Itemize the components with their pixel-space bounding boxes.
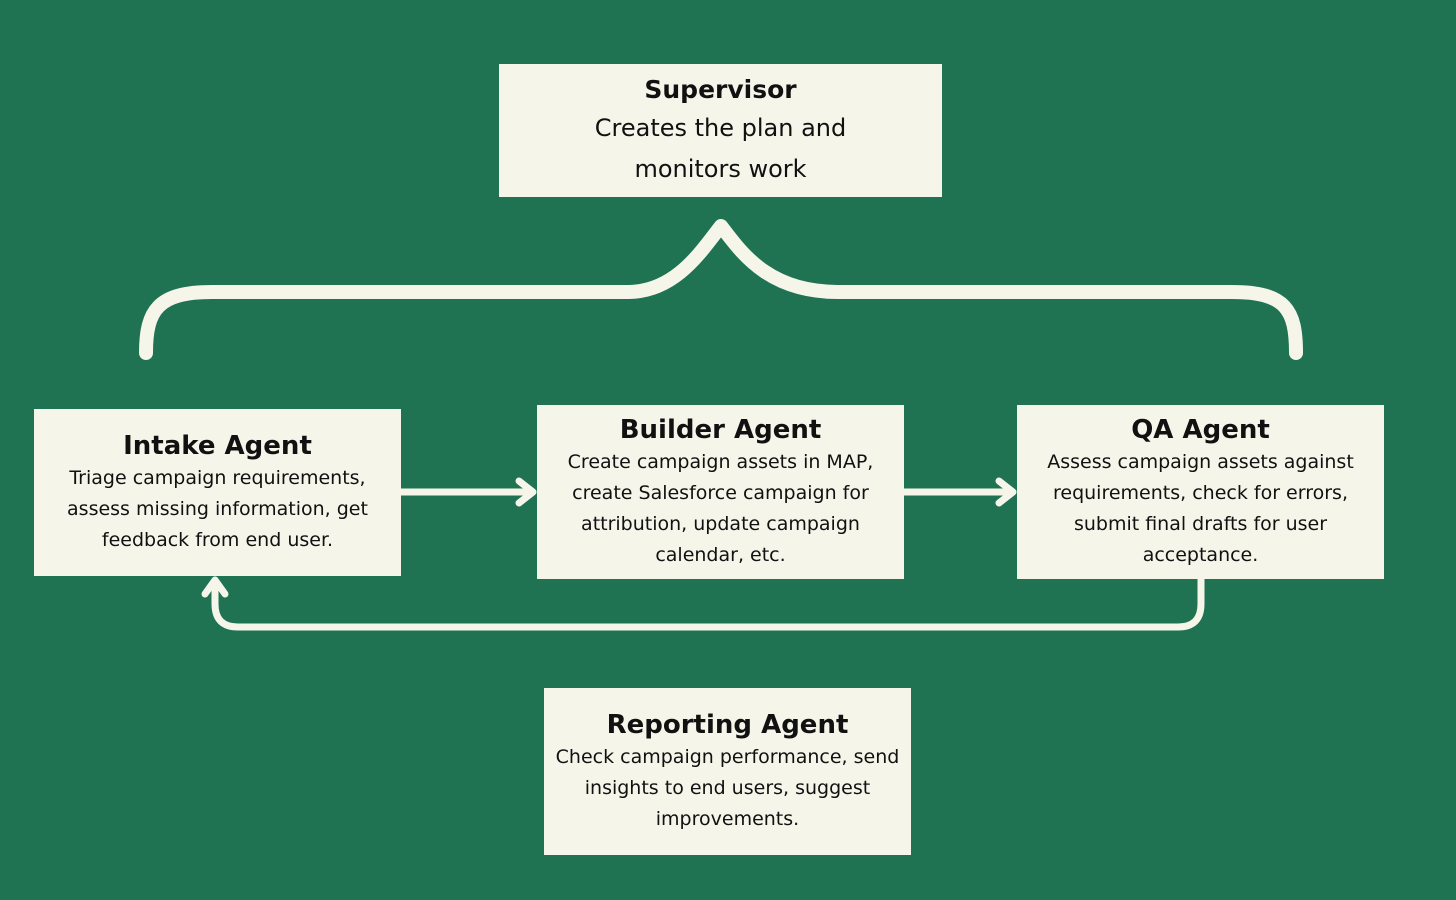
qa-agent-description-line: Assess campaign assets against	[1047, 451, 1354, 473]
builder-agent-description: Create campaign assets in MAP, create Sa…	[568, 447, 874, 571]
builder-agent-description-line: attribution, update campaign	[581, 513, 860, 535]
qa-agent-box: QA Agent Assess campaign assets against …	[1017, 405, 1384, 579]
supervisor-description: Creates the plan and monitors work	[595, 108, 847, 190]
arrowhead-builder-to-qa	[995, 477, 1017, 507]
builder-agent-box: Builder Agent Create campaign assets in …	[537, 405, 904, 579]
qa-agent-title: QA Agent	[1131, 415, 1270, 445]
intake-agent-description-line: assess missing information, get	[67, 498, 368, 520]
arrowhead-intake-to-builder	[515, 477, 537, 507]
arrowhead-qa-to-intake	[201, 576, 229, 598]
intake-agent-box: Intake Agent Triage campaign requirement…	[34, 409, 401, 576]
reporting-agent-description-line: insights to end users, suggest	[584, 777, 871, 799]
supervisor-box: Supervisor Creates the plan and monitors…	[499, 64, 942, 197]
qa-agent-description-line: acceptance.	[1142, 544, 1259, 566]
supervisor-title: Supervisor	[644, 74, 797, 104]
qa-agent-description-line: requirements, check for errors,	[1053, 482, 1348, 504]
reporting-agent-title: Reporting Agent	[606, 710, 849, 740]
qa-agent-description: Assess campaign assets against requireme…	[1047, 447, 1354, 571]
intake-agent-description: Triage campaign requirements, assess mis…	[67, 463, 368, 556]
supervisor-description-line: monitors work	[634, 154, 807, 183]
reporting-agent-description: Check campaign performance, send insight…	[556, 742, 900, 835]
builder-agent-description-line: calendar, etc.	[655, 544, 786, 566]
reporting-agent-description-line: improvements.	[655, 808, 800, 830]
qa-agent-description-line: submit final drafts for user	[1073, 513, 1328, 535]
supervisor-description-line: Creates the plan and	[594, 113, 847, 142]
builder-agent-description-line: Create campaign assets in MAP,	[567, 451, 874, 473]
builder-agent-title: Builder Agent	[619, 415, 822, 445]
reporting-agent-box: Reporting Agent Check campaign performan…	[544, 688, 911, 855]
builder-agent-description-line: create Salesforce campaign for	[572, 482, 869, 504]
supervisor-brace	[139, 219, 1303, 360]
arrow-qa-to-intake-loop	[211, 575, 1205, 631]
intake-agent-description-line: feedback from end user.	[101, 529, 334, 551]
reporting-agent-description-line: Check campaign performance, send	[555, 746, 900, 768]
intake-agent-title: Intake Agent	[123, 431, 312, 461]
intake-agent-description-line: Triage campaign requirements,	[69, 467, 366, 489]
